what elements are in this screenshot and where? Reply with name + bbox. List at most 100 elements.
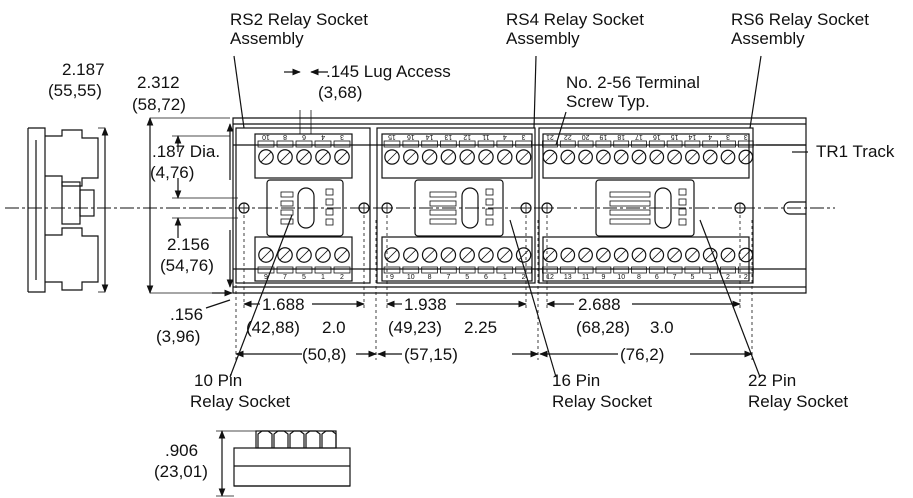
dim-1688: 1.688	[262, 295, 305, 314]
dim-2156-metric: (54,76)	[160, 256, 214, 275]
terminal-number: 6	[302, 133, 306, 140]
tr1-track	[232, 117, 807, 294]
terminal-screw	[542, 149, 558, 165]
leader-lines	[229, 55, 808, 378]
terminal-number: 13	[564, 274, 572, 281]
terminal-screw	[315, 149, 331, 165]
terminal-label: No. 2-56 Terminal	[566, 73, 700, 92]
terminal-number: 8	[428, 274, 432, 281]
sock16-label: 16 Pin	[552, 371, 600, 390]
terminal-number: 10	[262, 133, 270, 140]
terminal-number: 5	[690, 274, 694, 281]
dim-30-metric: (76,2)	[620, 345, 664, 364]
terminal-screw	[578, 247, 593, 263]
sock22-label: 22 Pin	[748, 371, 796, 390]
dim-1938: 1.938	[404, 295, 447, 314]
terminal-label-2: Screw Typ.	[566, 92, 650, 111]
terminal-number: 3	[744, 133, 748, 140]
terminal-screw	[542, 247, 558, 263]
terminal-number: 6	[655, 274, 659, 281]
terminal-screw	[478, 247, 494, 263]
dim-187-metric: (4,76)	[150, 163, 194, 182]
terminal-number: 19	[599, 133, 607, 140]
labels: RS2 Relay Socket Assembly RS4 Relay Sock…	[48, 10, 895, 481]
terminal-screw	[403, 247, 419, 263]
terminal-screw	[613, 247, 629, 263]
terminal-screw	[497, 247, 513, 263]
terminal-screw	[403, 149, 419, 165]
terminal-screw	[667, 247, 682, 263]
terminal-number: 14	[688, 133, 696, 140]
terminal-number: 2	[744, 274, 748, 281]
terminal-number: 4	[708, 133, 712, 140]
terminal-screw	[720, 149, 736, 165]
terminal-number: 16	[407, 133, 415, 140]
terminal-number: 11	[582, 274, 589, 281]
dim-156-metric: (3,96)	[156, 327, 200, 346]
terminal-screw	[384, 149, 400, 165]
sock10-label-2: Relay Socket	[190, 392, 290, 411]
terminal-screw	[258, 247, 274, 263]
terminal-number: 20	[582, 133, 590, 140]
terminal-number: 3	[726, 133, 730, 140]
terminal-number: 9	[390, 274, 394, 281]
terminal-screw	[738, 149, 754, 165]
terminal-number: 4	[503, 133, 507, 140]
terminal-number: 3	[340, 133, 344, 140]
terminal-number: 9	[264, 274, 268, 281]
terminal-number: 2	[522, 274, 526, 281]
terminal-number: 15	[388, 133, 396, 140]
socket-lug	[305, 430, 321, 448]
terminal-screw	[515, 247, 532, 263]
dim-2688-metric: (68,28)	[576, 318, 630, 337]
dim-225: 2.25	[464, 318, 497, 337]
terminal-screw	[459, 149, 475, 165]
dim-20-metric: (50,8)	[302, 345, 346, 364]
terminal-screw	[478, 149, 494, 165]
terminal-number: 6	[484, 274, 488, 281]
terminal-screw	[631, 247, 647, 263]
dim-2688: 2.688	[578, 295, 621, 314]
terminal-number: 4	[321, 133, 325, 140]
terminal-screw	[649, 247, 665, 263]
terminal-number: 22	[564, 133, 572, 140]
terminal-screw	[277, 149, 293, 165]
socket-side-view	[216, 430, 351, 497]
terminal-screw	[685, 247, 700, 263]
terminal-screw	[440, 149, 457, 165]
terminal-screw	[421, 149, 438, 165]
vertical-dimensions	[146, 117, 238, 309]
terminal-screw	[334, 149, 350, 165]
socket-lug	[289, 430, 305, 448]
terminal-screw	[334, 247, 350, 263]
dim-2312: 2.312	[137, 73, 180, 92]
terminal-number: 3	[522, 133, 526, 140]
terminal-screw	[421, 247, 438, 263]
dim-187: .187 Dia.	[152, 142, 220, 161]
terminal-screw	[515, 149, 532, 165]
rs4-label-2: Assembly	[506, 29, 580, 48]
dim-225-metric: (57,15)	[404, 345, 458, 364]
horizontal-dimensions	[235, 215, 753, 360]
terminal-screw	[631, 149, 647, 165]
terminal-number: 2	[340, 274, 344, 281]
dim-906-metric: (23,01)	[154, 462, 208, 481]
terminal-number: 12	[463, 133, 471, 140]
terminal-screw	[258, 149, 274, 165]
track-label: TR1 Track	[816, 142, 895, 161]
terminal-screw	[440, 247, 457, 263]
terminal-number: 15	[671, 133, 679, 140]
sock10-label: 10 Pin	[194, 371, 242, 390]
terminal-screw	[296, 149, 312, 165]
terminal-number: 5	[465, 274, 469, 281]
dim-2312-metric: (58,72)	[132, 95, 186, 114]
socket-lug	[321, 430, 337, 448]
terminal-number: 13	[444, 133, 452, 140]
dim-30: 3.0	[650, 318, 674, 337]
terminal-number: 14	[426, 133, 434, 140]
terminal-number: 1	[503, 274, 507, 281]
terminal-number: 21	[546, 133, 554, 140]
sock22-label-2: Relay Socket	[748, 392, 848, 411]
terminal-screw	[384, 247, 400, 263]
